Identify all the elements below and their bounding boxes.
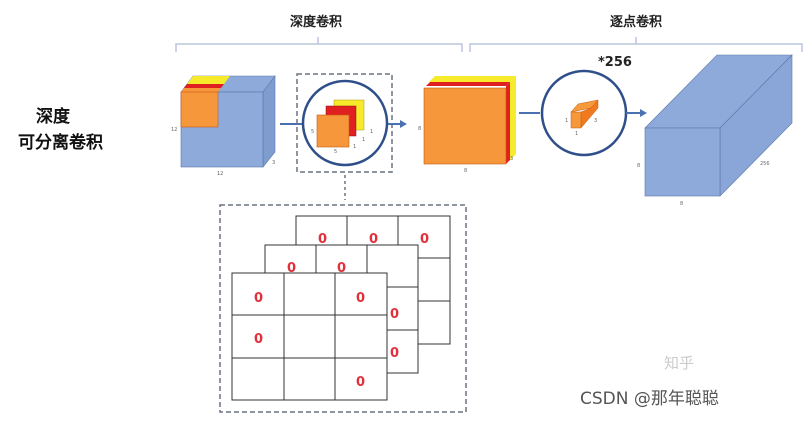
out-channel-label: 256 — [760, 161, 770, 167]
depthwise-bracket — [175, 43, 463, 52]
kernel-width-label: 5 — [334, 149, 337, 155]
input-channel-label: 3 — [272, 160, 275, 166]
input-width-label: 12 — [217, 171, 223, 177]
mid-width-label: 8 — [464, 168, 467, 174]
zero-value: 0 — [287, 261, 296, 276]
zero-value: 0 — [369, 232, 378, 247]
output-volume — [644, 54, 793, 197]
grid-front — [231, 272, 388, 401]
zero-value: 0 — [390, 346, 399, 361]
depthwise-output-volume — [423, 76, 516, 165]
watermark-faint: 知乎 — [664, 354, 694, 372]
zero-value: 0 — [390, 307, 399, 322]
depthwise-header: 深度卷积 — [290, 14, 342, 30]
pointwise-kernel — [570, 99, 599, 129]
pw-a-label: 1 — [565, 118, 568, 124]
zero-value: 0 — [356, 291, 365, 306]
zero-value: 0 — [318, 232, 327, 247]
arrow-head-icon — [400, 120, 407, 128]
zero-value: 0 — [254, 332, 263, 347]
side-label-line2: 可分离卷积 — [18, 132, 103, 153]
zero-value: 0 — [420, 232, 429, 247]
arrow-head-icon — [640, 109, 647, 117]
channel-grids — [231, 215, 451, 401]
grid-dashed-box — [219, 204, 467, 413]
pointwise-header: 逐点卷积 — [610, 14, 662, 30]
side-label-line1: 深度 — [36, 106, 71, 127]
input-height-label: 12 — [171, 127, 177, 133]
zero-value: 0 — [254, 291, 263, 306]
mid-height-label: 8 — [418, 126, 421, 132]
mid-channel-label: 3 — [510, 156, 513, 162]
multiplier-label: *256 — [598, 55, 632, 70]
input-volume — [180, 75, 276, 168]
kernel-depth-label-2: 1 — [362, 137, 365, 143]
out-width-label: 8 — [680, 201, 683, 207]
zero-value: 0 — [356, 375, 365, 390]
depthwise-kernels — [316, 99, 365, 148]
zero-values: 0 0 0 0 0 0 0 0 0 0 0 — [254, 232, 429, 390]
zero-value: 0 — [337, 261, 346, 276]
kernel-height-label: 5 — [311, 129, 314, 135]
kernel-depth-label-1: 1 — [353, 144, 356, 150]
watermark: CSDN @那年聪聪 — [580, 389, 719, 409]
pw-c-label: 3 — [594, 118, 597, 124]
pointwise-bracket — [469, 43, 803, 52]
kernel-depth-label-3: 1 — [370, 129, 373, 135]
pw-b-label: 1 — [575, 131, 578, 137]
out-height-label: 8 — [637, 163, 640, 169]
